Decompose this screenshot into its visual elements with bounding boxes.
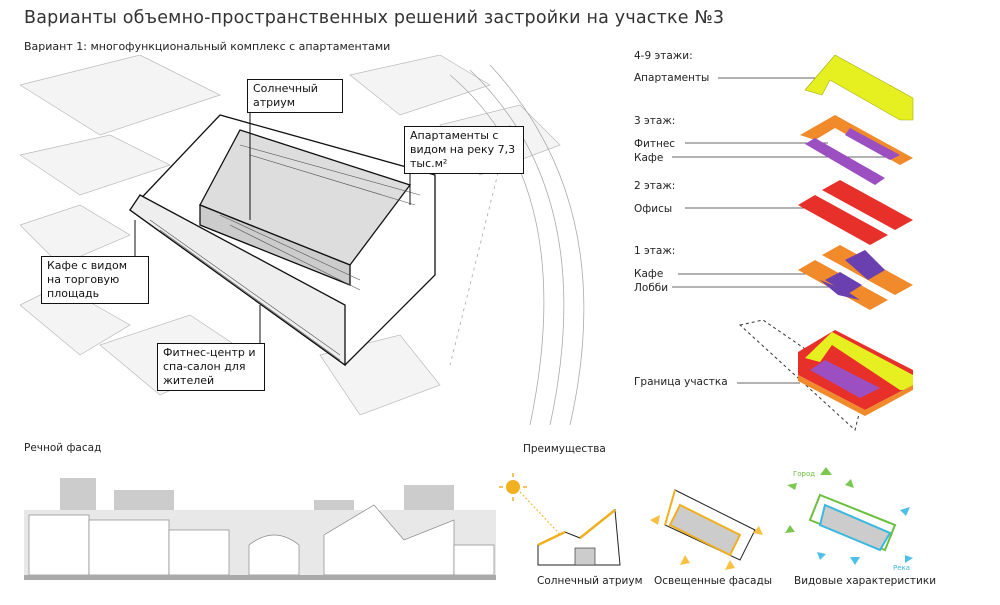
river-facade-title: Речной фасад [24, 442, 102, 454]
advantages-heading: Преимущества [523, 443, 606, 455]
floor-heading-4-9: 4-9 этажи: [634, 50, 693, 62]
callout-fitness: Фитнес-центр и спа-салон для жителей [157, 343, 265, 391]
variant-subtitle: Вариант 1: многофункциональный комплекс … [24, 40, 391, 53]
caption-lit-facades: Освещенные фасады [654, 575, 773, 587]
caption-views: Видовые характеристики [794, 575, 937, 587]
floor-heading-3: 3 этаж: [634, 115, 676, 127]
callout-cafe: Кафе с видом на торговую площадь [41, 256, 149, 304]
label-site-boundary: Граница участка [634, 376, 728, 388]
sun-atrium-icon [499, 473, 621, 566]
river-facade-elevation [24, 478, 496, 580]
callout-apartments: Апартаменты с видом на реку 7,3 тыс.м² [404, 126, 524, 174]
page-title: Варианты объемно-пространственных решени… [24, 8, 725, 28]
floor-heading-2: 2 этаж: [634, 180, 676, 192]
label-cafe-1: Кафе [634, 268, 664, 280]
label-fitness: Фитнес [634, 138, 676, 150]
view-characteristics-icon [785, 467, 913, 565]
callout-atrium: Солнечный атриум [247, 79, 343, 113]
lit-facades-icon [650, 489, 763, 570]
label-offices: Офисы [634, 203, 673, 215]
label-apartments: Апартаменты [634, 72, 710, 84]
caption-sun-atrium: Солнечный атриум [537, 575, 643, 587]
river-label: Река [893, 564, 911, 572]
floor-diagrams [672, 54, 914, 431]
label-cafe-3: Кафе [634, 152, 664, 164]
label-lobby: Лобби [634, 282, 669, 294]
floor-heading-1: 1 этаж: [634, 245, 676, 257]
city-label: Город [793, 470, 816, 478]
